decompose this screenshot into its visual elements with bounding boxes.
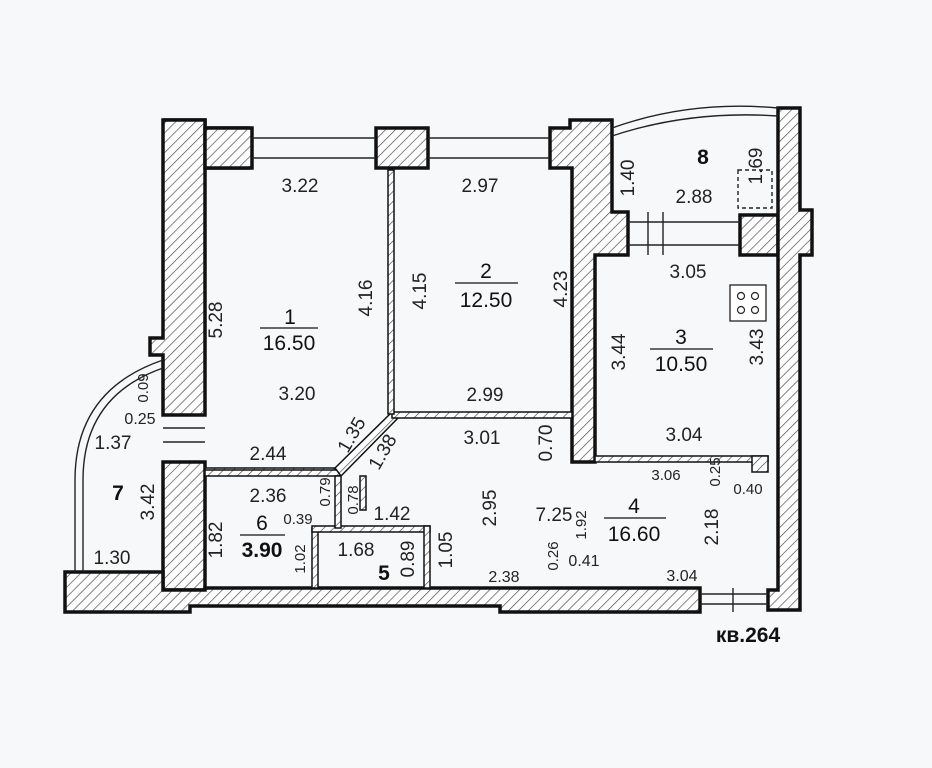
walls — [63, 106, 814, 614]
dim-r3-top: 3.05 — [670, 262, 707, 283]
dim-r4-diag: 7.25 — [536, 505, 573, 526]
room5-wall-top — [311, 525, 431, 533]
dimension-labels: 3.22 5.28 4.16 3.20 2.97 4.15 4.23 2.99 … — [94, 148, 768, 586]
room-2-area: 12.50 — [460, 289, 513, 312]
dim-balc-c: 1.37 — [95, 433, 132, 454]
dim-r5-right: 1.05 — [436, 532, 457, 569]
balconies — [74, 105, 779, 572]
room-3-number: 3 — [675, 326, 687, 349]
apartment-label: кв.264 — [716, 624, 781, 647]
partition-room2-hall — [391, 411, 573, 419]
room-labels: 1 16.50 2 12.50 3 10.50 4 16.60 5 6 3.90… — [112, 146, 713, 585]
wall-top-right — [548, 118, 630, 464]
stove-icon — [729, 284, 767, 322]
dim-balc-b: 0.25 — [124, 411, 155, 428]
partition-room3-room4 — [594, 455, 769, 463]
balcony-8-dashed-box — [737, 169, 773, 209]
dim-r1-right: 4.16 — [356, 280, 377, 317]
room-5-number: 5 — [378, 562, 390, 585]
room-3-area: 10.50 — [655, 353, 708, 376]
dim-r4-d: 0.40 — [733, 481, 762, 498]
dim-r6-d: 0.78 — [345, 485, 362, 514]
dim-r2-left: 4.15 — [410, 273, 431, 310]
wall-top-left — [203, 126, 254, 170]
dim-bot-b: 0.26 — [545, 541, 562, 570]
dim-r1-top: 3.22 — [282, 176, 319, 197]
dim-r6-c: 0.79 — [317, 477, 334, 506]
dim-r6-side: 1.82 — [206, 522, 227, 559]
dim-r1-left: 5.28 — [206, 302, 227, 339]
dim-r6-top: 2.36 — [250, 486, 287, 507]
balcony-8-outline — [611, 105, 779, 129]
dim-r8-side: 1.40 — [618, 160, 639, 197]
room-1-number: 1 — [284, 306, 296, 329]
wall-right — [766, 106, 814, 612]
dim-r4-sub: 3.06 — [651, 467, 680, 484]
room-2-number: 2 — [480, 260, 492, 283]
dim-r5-height: 0.89 — [398, 541, 419, 578]
wall-top-pillar — [374, 126, 430, 170]
dim-bot-a: 2.38 — [488, 569, 519, 586]
dim-r8-right: 1.69 — [746, 148, 767, 185]
dim-r4-mid: 1.92 — [573, 510, 590, 539]
room6-partition-a — [334, 475, 342, 529]
dim-r3-right: 3.43 — [747, 329, 768, 366]
room-4-number: 4 — [628, 495, 640, 518]
shaft-block — [751, 455, 769, 473]
wall-bottom — [63, 570, 702, 614]
room-4-area: 16.60 — [608, 523, 661, 546]
wall-left-vertical — [148, 118, 207, 417]
dim-r3-bottom: 3.04 — [666, 425, 703, 446]
partition-room6-top — [204, 469, 341, 477]
dim-r4-c: 0.25 — [707, 457, 724, 486]
room6-partition-b — [359, 475, 367, 511]
balcony-7-inner — [82, 367, 164, 572]
dim-bot-d: 3.04 — [666, 568, 697, 585]
room5-wall-right — [423, 525, 431, 589]
dim-r2-top: 2.97 — [462, 176, 499, 197]
room-7-number: 7 — [112, 482, 124, 505]
wall-lower-left — [161, 460, 207, 592]
dim-hall-mid: 3.01 — [464, 428, 501, 449]
dim-r1-bottom: 3.20 — [279, 384, 316, 405]
dim-r4-right: 2.18 — [702, 509, 723, 546]
dim-bot-c: 0.41 — [568, 553, 599, 570]
balcony-7-outline — [74, 359, 164, 572]
partition-room1-room2 — [387, 169, 395, 415]
windows — [163, 137, 768, 612]
dim-r5-side: 1.02 — [292, 544, 309, 573]
dim-hall-top: 2.44 — [250, 444, 287, 465]
dim-balc-height: 3.42 — [138, 484, 159, 521]
dim-r3-left: 3.44 — [609, 333, 630, 370]
dim-r8-width: 2.88 — [676, 187, 713, 208]
dim-r2-bottom: 2.99 — [467, 385, 504, 406]
room-1-area: 16.50 — [263, 332, 316, 355]
room-6-area: 3.90 — [242, 539, 283, 562]
dim-r5-top: 1.42 — [374, 504, 411, 525]
dim-r2-right: 4.23 — [551, 271, 572, 308]
balcony-8-inner — [611, 114, 779, 137]
dim-r4-height: 2.95 — [480, 490, 501, 527]
dim-balc-a: 0.09 — [135, 373, 152, 402]
room-8-number: 8 — [697, 146, 709, 169]
dim-hall-side: 0.70 — [536, 425, 557, 462]
dim-r6-b: 0.39 — [283, 511, 312, 528]
wall-room8-room3 — [738, 213, 780, 257]
dim-r5-width: 1.68 — [338, 540, 375, 561]
room5-wall-left — [311, 527, 319, 589]
dim-balc-bottom: 1.30 — [94, 548, 131, 569]
room-6-number: 6 — [256, 512, 268, 535]
